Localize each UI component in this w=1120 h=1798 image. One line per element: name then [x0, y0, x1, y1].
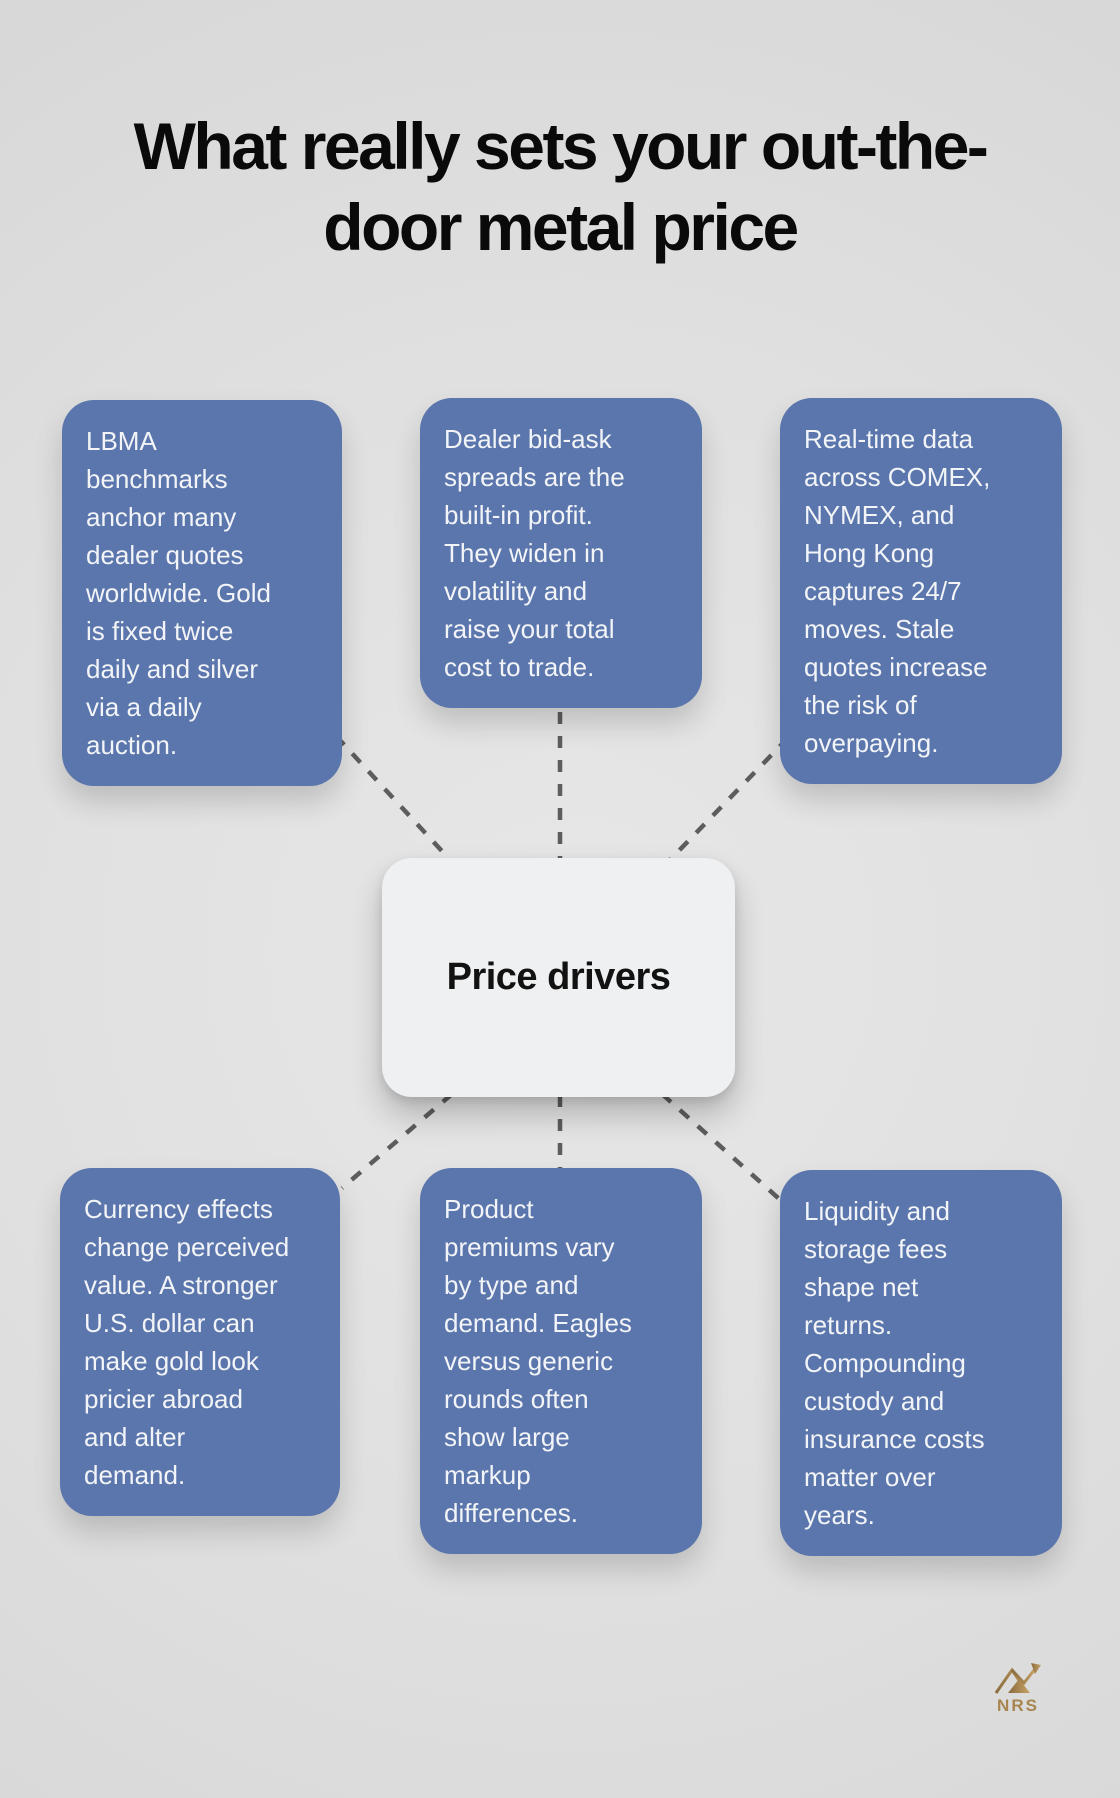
- factor-card-text: Currency effects change perceived value.…: [84, 1194, 290, 1490]
- page-title-line-1: What really sets your out-the-: [133, 109, 989, 183]
- mountain-arrow-logo-icon: [994, 1663, 1041, 1694]
- factor-card-text: Dealer bid-ask spreads are the built-in …: [444, 424, 625, 682]
- factor-card-real-time-data: Real-time data across COMEX, NYMEX, and …: [780, 398, 1062, 784]
- nrs-logo: NRS: [986, 1662, 1050, 1716]
- factor-card-currency-effects: Currency effects change perceived value.…: [60, 1168, 340, 1516]
- connector-bottom-right-line: [660, 1092, 788, 1207]
- page-title: What really sets your out-the- door meta…: [0, 106, 1120, 268]
- factor-card-liquidity-storage-fees: Liquidity and storage fees shape net ret…: [780, 1170, 1062, 1556]
- factor-card-text: Liquidity and storage fees shape net ret…: [804, 1196, 985, 1530]
- factor-card-lbma-benchmarks: LBMA benchmarks anchor many dealer quote…: [62, 400, 342, 786]
- page-title-line-2: door metal price: [323, 190, 799, 264]
- connector-top-left-line: [334, 734, 454, 864]
- factor-card-text: Real-time data across COMEX, NYMEX, and …: [804, 424, 991, 758]
- factor-card-text: Product premiums vary by type and demand…: [444, 1194, 632, 1528]
- nrs-logo-text: NRS: [997, 1696, 1039, 1715]
- center-node-label: Price drivers: [446, 956, 671, 998]
- factor-card-text: LBMA benchmarks anchor many dealer quote…: [86, 426, 271, 760]
- factor-card-product-premiums: Product premiums vary by type and demand…: [420, 1168, 702, 1554]
- factor-card-dealer-spreads: Dealer bid-ask spreads are the built-in …: [420, 398, 702, 708]
- connector-bottom-left-line: [340, 1092, 454, 1190]
- center-node-price-drivers: Price drivers: [382, 858, 735, 1097]
- connector-top-right-line: [666, 736, 790, 864]
